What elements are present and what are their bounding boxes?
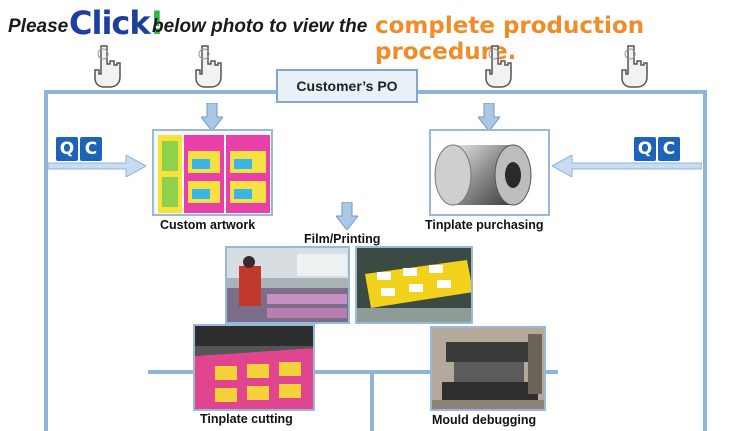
tinplate-cutting-caption: Tinplate cutting xyxy=(200,412,293,426)
film-printing-photo-left[interactable] xyxy=(225,246,350,324)
cutting-machine-illustration xyxy=(195,326,313,409)
qc-letter-c: C xyxy=(658,137,680,161)
artwork-sheet-illustration xyxy=(154,131,271,214)
pointing-hand-icon[interactable] xyxy=(87,42,123,90)
custom-artwork-caption: Custom artwork xyxy=(160,218,256,232)
right-arrow-icon xyxy=(48,155,146,177)
down-arrow-icon xyxy=(336,202,358,230)
qc-letter-q: Q xyxy=(634,137,656,161)
click-bang: ! xyxy=(149,4,165,42)
mould-debugging-caption: Mould debugging xyxy=(432,413,537,427)
film-printing-photo-right[interactable] xyxy=(355,246,473,324)
banner-please-text: Please xyxy=(8,16,69,37)
left-arrow-icon xyxy=(552,155,702,177)
right-vertical-line xyxy=(703,90,707,431)
custom-artwork-photo[interactable] xyxy=(152,129,273,216)
banner-below-text: below photo to view the xyxy=(152,16,368,37)
mould-machine-illustration xyxy=(432,328,544,409)
tinplate-cutting-photo[interactable] xyxy=(193,324,315,411)
pointing-hand-icon[interactable] xyxy=(188,42,224,90)
click-word: Click xyxy=(69,4,151,42)
qc-letter-q: Q xyxy=(56,137,78,161)
pointing-hand-icon[interactable] xyxy=(478,42,514,90)
left-vertical-line xyxy=(44,90,48,431)
qc-letter-c: C xyxy=(80,137,102,161)
qc-badge-icon: Q C xyxy=(634,137,680,161)
steel-coil-illustration xyxy=(431,131,548,214)
banner-complete-text: complete production procedure. xyxy=(375,13,645,65)
printed-sheets-illustration xyxy=(357,248,471,322)
bottom-horizontal-line xyxy=(148,370,558,374)
down-arrow-icon xyxy=(201,103,223,131)
customer-po-label: Customer’s PO xyxy=(296,78,398,94)
film-printing-caption: Film/Printing xyxy=(304,232,381,246)
tinplate-purchasing-photo[interactable] xyxy=(429,129,550,216)
down-arrow-icon xyxy=(478,103,500,131)
banner-click-logo[interactable]: Click! xyxy=(69,4,165,42)
center-vertical-line xyxy=(370,370,374,431)
printing-line-illustration xyxy=(227,248,348,322)
pointing-hand-icon[interactable] xyxy=(614,42,650,90)
customer-po-box[interactable]: Customer’s PO xyxy=(276,69,418,103)
tinplate-purchasing-caption: Tinplate purchasing xyxy=(425,218,544,232)
mould-debugging-photo[interactable] xyxy=(430,326,546,411)
qc-badge-icon: Q C xyxy=(56,137,102,161)
